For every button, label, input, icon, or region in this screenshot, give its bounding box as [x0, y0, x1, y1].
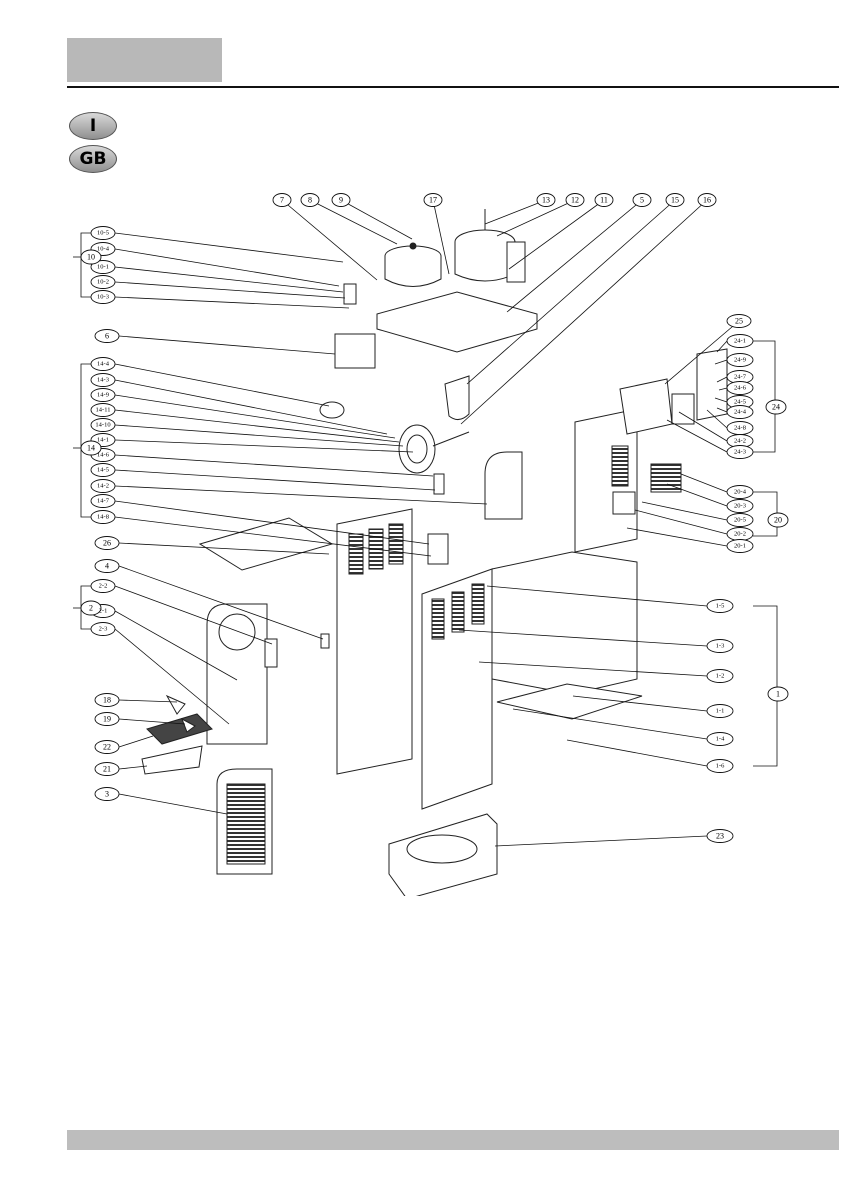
callout-14-4: 14-4 [97, 361, 110, 368]
callout-10-4: 10-4 [97, 246, 110, 253]
callout-24-5: 24-5 [734, 399, 746, 406]
callout-1-3: 1-3 [716, 643, 725, 650]
callout-11: 11 [600, 196, 608, 205]
callout-7: 7 [280, 196, 284, 205]
footer-bar [67, 1130, 839, 1150]
callout-14: 14 [87, 444, 95, 453]
callout-6: 6 [105, 332, 109, 341]
callout-23: 23 [716, 832, 724, 841]
fan-wheel-part [320, 402, 469, 473]
callout-24-1: 24-1 [734, 338, 746, 345]
callout-2-2: 2-2 [99, 583, 108, 590]
shroud-part [485, 452, 522, 519]
language-badge-i[interactable]: I [69, 112, 117, 140]
fan-motor-part [455, 209, 525, 282]
drip-tray-part [142, 746, 202, 774]
callout-2-1: 2-1 [99, 608, 108, 615]
callout-1-2: 1-2 [716, 673, 725, 680]
gear-part [428, 534, 448, 564]
callout-1-6: 1-6 [716, 763, 725, 770]
callout-14-7: 14-7 [97, 498, 110, 505]
callout-24-8: 24-8 [734, 425, 746, 432]
callout-24-9: 24-9 [734, 357, 746, 364]
callout-10-3: 10-3 [97, 294, 109, 301]
callout-10: 10 [87, 253, 95, 262]
callout-19: 19 [103, 715, 111, 724]
compressor-part [385, 243, 441, 287]
callout-12: 12 [571, 196, 579, 205]
front-housing-part [207, 604, 267, 744]
callout-20-3: 20-3 [734, 503, 746, 510]
callout-17: 17 [429, 196, 437, 205]
callout-15: 15 [671, 196, 679, 205]
callout-24-7: 24-7 [734, 374, 747, 381]
callout-20-5: 20-5 [734, 517, 746, 524]
callout-9: 9 [339, 196, 343, 205]
drip-grid-part [147, 714, 212, 744]
callout-10-1: 10-1 [97, 264, 109, 271]
callout-1: 1 [776, 690, 780, 699]
callout-14-11: 14-11 [96, 407, 111, 414]
callout-14-2: 14-2 [97, 483, 109, 490]
callout-20-4: 20-4 [734, 489, 747, 496]
callout-22: 22 [103, 743, 111, 752]
callout-24: 24 [772, 403, 780, 412]
callout-14-5: 14-5 [97, 467, 109, 474]
callout-25: 25 [735, 317, 743, 326]
callout-1-5: 1-5 [716, 603, 725, 610]
callout-14-3: 14-3 [97, 377, 109, 384]
callout-20: 20 [774, 516, 782, 525]
header-gray-box [67, 38, 222, 82]
top-lid-part [200, 518, 332, 570]
callout-3: 3 [105, 790, 109, 799]
callout-14-6: 14-6 [97, 452, 110, 459]
language-badge-gb[interactable]: GB [69, 145, 117, 173]
exploded-view-svg: 7 8 9 17 13 12 11 5 15 16 10-5 10-4 10-1… [67, 184, 825, 896]
callout-24-2: 24-2 [734, 438, 746, 445]
transformer-part [335, 334, 375, 368]
callout-14-1: 14-1 [97, 437, 109, 444]
exploded-view-diagram: 7 8 9 17 13 12 11 5 15 16 10-5 10-4 10-1… [67, 184, 825, 896]
callout-2: 2 [89, 604, 93, 613]
callout-20-2: 20-2 [734, 531, 746, 538]
callout-4: 4 [105, 562, 109, 571]
hinge-part [265, 639, 277, 667]
callout-14-8: 14-8 [97, 514, 109, 521]
callout-14-9: 14-9 [97, 392, 109, 399]
small-fan-part [613, 492, 635, 514]
callout-18: 18 [103, 696, 111, 705]
base-part [389, 814, 497, 896]
cabinet-frame-part [492, 552, 637, 694]
callout-24-4: 24-4 [734, 409, 747, 416]
callout-24-3: 24-3 [734, 449, 746, 456]
callout-8: 8 [308, 196, 312, 205]
header-rule [67, 86, 839, 88]
callout-21: 21 [103, 765, 111, 774]
callout-13: 13 [542, 196, 550, 205]
callout-1-4: 1-4 [716, 736, 725, 743]
callout-26: 26 [103, 539, 111, 548]
shaft-part [434, 474, 444, 494]
bracket-part [344, 284, 356, 304]
callout-5: 5 [640, 196, 644, 205]
control-board-part [697, 349, 727, 420]
callout-2-3: 2-3 [99, 626, 108, 633]
callout-14-10: 14-10 [95, 422, 110, 429]
tap-cold-part [167, 696, 185, 714]
callout-20-1: 20-1 [734, 543, 746, 550]
callout-10-2: 10-2 [97, 279, 109, 286]
callout-10-5: 10-5 [97, 230, 109, 237]
callout-16: 16 [703, 196, 711, 205]
electrical-box-part [620, 379, 672, 434]
clip-part [321, 634, 329, 648]
callout-1-1: 1-1 [716, 708, 725, 715]
callout-24-6: 24-6 [734, 385, 747, 392]
duct-part [445, 376, 469, 420]
